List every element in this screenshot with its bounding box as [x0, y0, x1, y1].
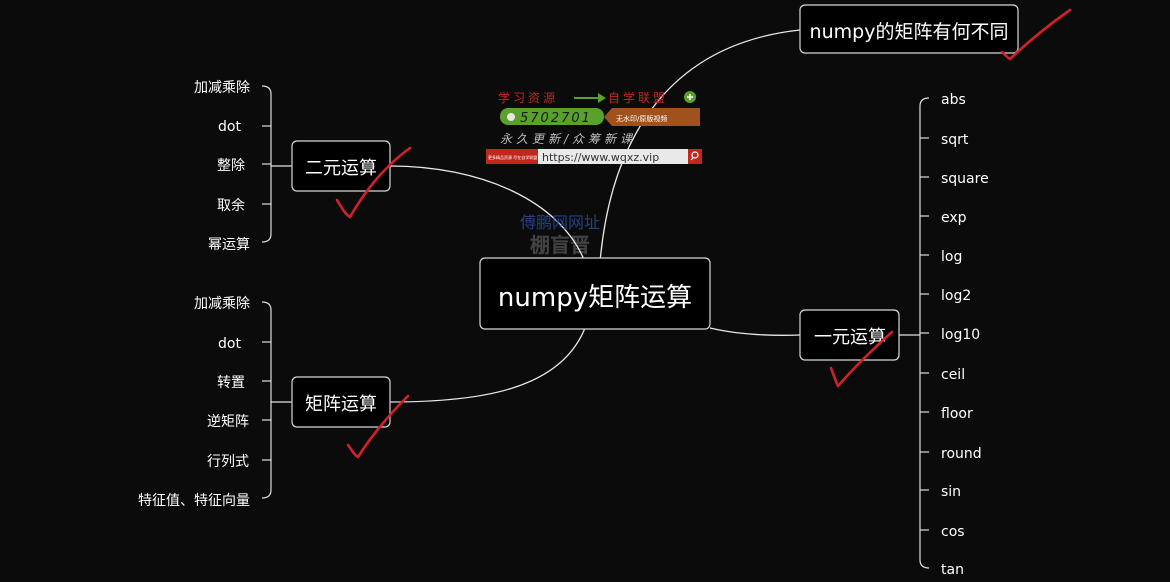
- matrix-ops-node[interactable]: 矩阵运算: [291, 376, 391, 428]
- unary-ops-node[interactable]: 一元运算: [799, 309, 900, 361]
- watermark-url-box: [538, 149, 688, 164]
- binary-ops-label: 二元运算: [305, 158, 377, 179]
- list-item[interactable]: 转置: [217, 375, 245, 391]
- watermark-small-box: [486, 149, 538, 164]
- check-marks: [335, 8, 1072, 459]
- central-node[interactable]: numpy矩阵运算: [479, 257, 711, 330]
- list-item[interactable]: floor: [941, 406, 973, 422]
- qq-pill: [500, 108, 604, 125]
- list-item[interactable]: log10: [941, 327, 980, 343]
- top-node-label: numpy的矩阵有何不同: [810, 21, 1009, 43]
- binary-ops-items: 加减乘除 dot 整除 取余 幂运算: [194, 80, 250, 253]
- binary-ops-bracket: [261, 85, 292, 243]
- watermark-line1b: 自学联盟: [608, 90, 668, 105]
- list-item[interactable]: square: [941, 171, 989, 187]
- list-item[interactable]: 整除: [217, 158, 245, 174]
- list-item[interactable]: 加减乘除: [194, 296, 250, 312]
- list-item[interactable]: 幂运算: [208, 237, 250, 253]
- connector-binary: [389, 165, 586, 263]
- watermark-line3: 永久更新/众筹新课: [500, 132, 636, 146]
- unary-ops-items: abs sqrt square exp log log2 log10 ceil …: [941, 92, 989, 578]
- list-item[interactable]: tan: [941, 562, 964, 578]
- connector-matrix: [389, 327, 586, 403]
- central-node-label: numpy矩阵运算: [498, 283, 692, 313]
- list-item[interactable]: 特征值、特征向量: [138, 493, 250, 509]
- connector-unary: [709, 327, 801, 336]
- list-item[interactable]: sqrt: [941, 132, 969, 148]
- list-item[interactable]: 取余: [217, 197, 245, 214]
- unary-ops-bracket: [899, 97, 930, 569]
- watermark-tag-shape: [604, 108, 700, 126]
- binary-ops-node[interactable]: 二元运算: [291, 140, 391, 192]
- list-item[interactable]: 逆矩阵: [207, 414, 249, 430]
- check-mark-icon: [346, 394, 410, 459]
- connector-top: [599, 29, 801, 263]
- list-item[interactable]: exp: [941, 210, 967, 226]
- matrix-ops-label: 矩阵运算: [305, 394, 377, 415]
- watermark-small: 更多精品资源 尽在自学联盟: [488, 154, 537, 160]
- watermark-overlay1: 傅鹏网网址: [520, 213, 600, 232]
- unary-ops-label: 一元运算: [814, 327, 886, 348]
- list-item[interactable]: 行列式: [207, 454, 249, 470]
- watermark-line1: 学习资源: [498, 90, 558, 105]
- matrix-ops-bracket: [261, 301, 292, 499]
- watermark-banner: 学习资源 自学联盟 5702701 无水印/原版视频 永久更新/众筹新课 更多精…: [486, 90, 702, 257]
- watermark-qq: 5702701: [520, 111, 592, 126]
- top-node[interactable]: numpy的矩阵有何不同: [799, 4, 1019, 54]
- watermark-overlay2: 棚盲晋: [530, 233, 590, 257]
- watermark-url: https://www.wqxz.vip: [542, 151, 659, 164]
- list-item[interactable]: abs: [941, 92, 966, 108]
- list-item[interactable]: dot: [218, 336, 241, 352]
- list-item[interactable]: log: [941, 249, 962, 265]
- watermark-search-box: [688, 149, 702, 164]
- list-item[interactable]: cos: [941, 524, 965, 540]
- qq-icon: [507, 113, 515, 121]
- watermark-tag: 无水印/原版视频: [616, 114, 667, 123]
- list-item[interactable]: dot: [218, 119, 241, 135]
- matrix-ops-items: 加减乘除 dot 转置 逆矩阵 行列式 特征值、特征向量: [138, 296, 250, 509]
- list-item[interactable]: round: [941, 446, 982, 462]
- list-item[interactable]: 加减乘除: [194, 80, 250, 96]
- list-item[interactable]: log2: [941, 288, 971, 304]
- check-mark-icon: [829, 330, 894, 388]
- arrow-right-icon: [574, 93, 606, 103]
- list-item[interactable]: ceil: [941, 367, 965, 383]
- check-mark-icon: [335, 146, 412, 219]
- list-item[interactable]: sin: [941, 484, 961, 500]
- check-mark-icon: [1000, 8, 1072, 61]
- search-icon: [691, 151, 699, 159]
